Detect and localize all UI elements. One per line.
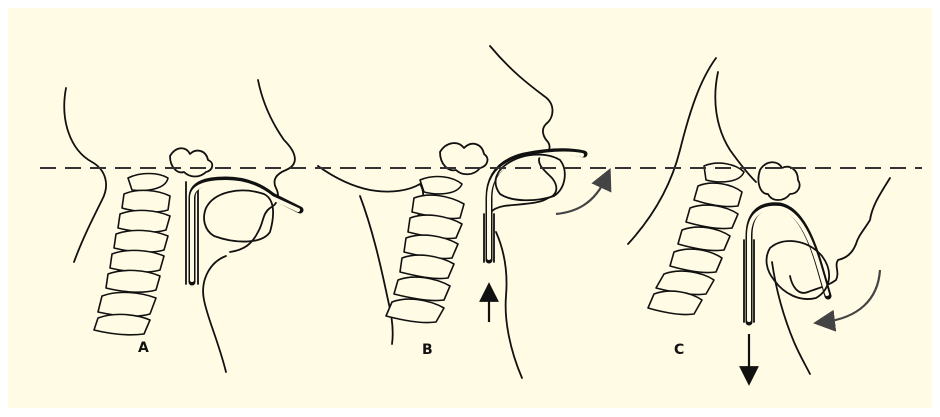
panel-c-label: C	[674, 342, 684, 358]
panel-b-label: B	[422, 342, 433, 358]
panel-a-label: A	[138, 340, 149, 356]
